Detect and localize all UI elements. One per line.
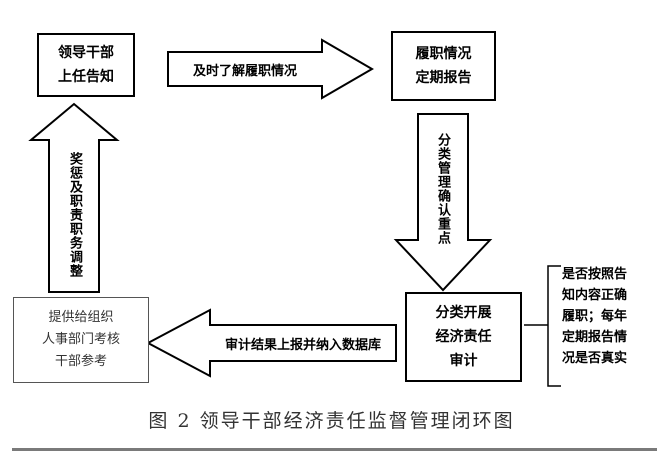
node-top-right: 履职情况 定期报告 xyxy=(391,31,496,101)
node-bottom-right: 分类开展 经济责任 审计 xyxy=(405,292,522,382)
figure-caption: 图 2 领导干部经济责任监督管理闭环图 xyxy=(148,410,515,432)
node-top-left-text: 领导干部 上任告知 xyxy=(58,45,114,85)
edge-right-label: 分类管理确认重点 xyxy=(435,133,450,245)
node-top-right-text: 履职情况 定期报告 xyxy=(415,46,472,86)
arrow-bottom-left-pointing xyxy=(145,308,397,378)
node-top-left: 领导干部 上任告知 xyxy=(37,33,135,97)
side-note-bracket xyxy=(547,265,561,387)
node-bottom-right-text: 分类开展 经济责任 审计 xyxy=(435,305,492,369)
node-bottom-left: 提供给组织 人事部门考核 干部参考 xyxy=(13,297,149,383)
arrow-top-right-pointing xyxy=(167,38,374,100)
bottom-rule xyxy=(12,448,657,451)
edge-bottom-label: 审计结果上报并纳入数据库 xyxy=(224,337,381,353)
edge-left-label: 奖惩及职责职务调整 xyxy=(67,152,82,278)
edge-top-label: 及时了解履职情况 xyxy=(192,63,297,79)
node-bottom-left-text: 提供给组织 人事部门考核 干部参考 xyxy=(41,310,120,369)
arrow-right-down-pointing xyxy=(393,113,493,292)
side-note: 是否按照告 知内容正确 履职；每年 定期报告情 况是否真实 xyxy=(562,267,628,366)
arrow-left-up-pointing xyxy=(28,102,120,293)
